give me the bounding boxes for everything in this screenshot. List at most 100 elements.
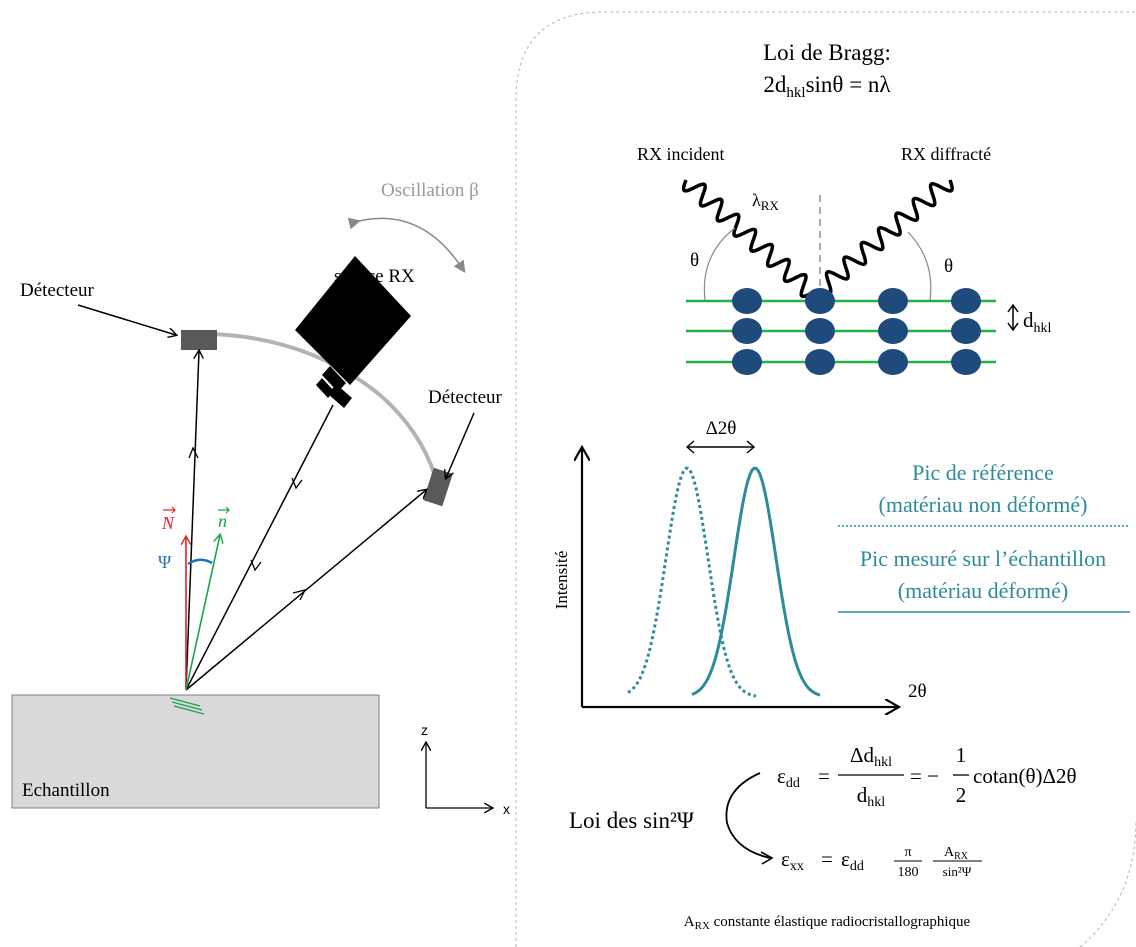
legend-reference-line1: Pic de référence [912, 460, 1054, 485]
sin2psi-label: Loi des sin²Ψ [569, 808, 694, 833]
lattice-atom [805, 288, 835, 314]
lattice-atom [951, 288, 981, 314]
lattice-atom [805, 349, 835, 375]
footnote-text: constante élastique radiocristallographi… [710, 914, 971, 930]
delta-arrow [685, 440, 756, 454]
incident-label: RX incident [637, 144, 725, 164]
lambda-sub: RX [761, 198, 780, 213]
eq1-half-num: 1 [956, 743, 967, 767]
eq2-a-den: sin²Ψ [943, 864, 972, 879]
incident-beam-arrow [291, 477, 303, 490]
lattice-atom [805, 318, 835, 344]
delta-label: Δ2θ [706, 418, 737, 439]
bragg-formula: 2dhklsinθ = nλ [763, 72, 891, 101]
diffracted-beam-left [185, 351, 199, 691]
axis-x-label: x [503, 801, 510, 817]
impact-hatch [169, 697, 205, 715]
diffracted-wave [819, 179, 954, 296]
local-normal-label: n [218, 511, 227, 531]
eq2-lhs-sub: xx [790, 859, 804, 874]
detector-left [181, 330, 217, 350]
sample-label: Echantillon [22, 780, 110, 801]
dhkl-arrow [1007, 303, 1019, 332]
bragg-formula-pre: 2d [763, 72, 787, 97]
eq2-eps: εdd [841, 847, 864, 874]
eq1-half-den: 2 [956, 783, 967, 807]
normal-label: N [161, 513, 175, 533]
oscillation-label: Oscillation β [381, 180, 479, 201]
theta-left-label: θ [690, 250, 699, 271]
measured-peak [691, 466, 821, 697]
lattice-atom [732, 349, 762, 375]
eq1-mid: = − [910, 764, 939, 788]
eq1-lhs-main: ε [777, 764, 786, 788]
eq1-num-main: Δd [850, 743, 875, 767]
psi-arc [187, 558, 213, 566]
theta-arc-left [703, 227, 736, 301]
reference-peak [627, 466, 757, 698]
lambda-label: λRX [752, 190, 779, 213]
footnote: ARX constante élastique radiocristallogr… [684, 914, 971, 932]
sin2psi-curved-arrow-head [760, 851, 774, 865]
eq2-eps-sub: dd [850, 859, 864, 874]
normal-vector-accent-head [171, 506, 176, 514]
two-theta-label: 2θ [908, 681, 927, 702]
detector-right-label: Détecteur [428, 387, 503, 408]
diffracted-beam-right-arrow [292, 589, 307, 601]
detector-left-label: Détecteur [20, 280, 95, 301]
sin2psi-curved-arrow [725, 772, 771, 859]
incident-beam-arrow-2 [250, 559, 262, 572]
detector-right-pointer [446, 412, 475, 478]
footnote-main: A [684, 914, 695, 930]
right-panel-border [515, 11, 1136, 947]
goniometer-arc [211, 332, 437, 477]
local-normal-accent-head [225, 506, 230, 514]
bragg-formula-sub: hkl [786, 85, 805, 101]
eq1-lhs: εdd [777, 764, 800, 791]
psi-label: Ψ [158, 552, 172, 572]
lambda-main: λ [752, 190, 761, 210]
equation-epsilon-dd: εdd = Δdhkl dhkl = − 1 2 cotan(θ)Δ2θ [777, 743, 1077, 810]
legend-measured-line2: (matériau déformé) [898, 578, 1068, 603]
lattice-atom [878, 318, 908, 344]
legend-measured-line1: Pic mesuré sur l’échantillon [860, 546, 1106, 571]
xray-source [295, 256, 411, 408]
lattice-atom [951, 349, 981, 375]
bragg-title: Loi de Bragg: [763, 40, 891, 65]
theta-right-label: θ [944, 256, 953, 277]
eq2-lhs: εxx [781, 847, 804, 874]
sample-block [11, 694, 380, 809]
oscillation-arrow [347, 217, 466, 273]
eq1-equals: = [818, 764, 830, 788]
legend-reference-line2: (matériau non déformé) [879, 492, 1088, 517]
eq2-pi-num: π [904, 845, 911, 860]
eq2-pi-den: 180 [898, 865, 919, 880]
diffracted-beam-left-arrow [188, 446, 199, 459]
theta-arc-right [907, 231, 932, 301]
crystal-lattice [686, 288, 996, 375]
dhkl-sub: hkl [1034, 321, 1052, 336]
eq1-lhs-sub: dd [786, 776, 800, 791]
eq2-equals: = [821, 847, 833, 871]
lattice-atom [878, 349, 908, 375]
incident-wave [681, 179, 813, 299]
lattice-atom [878, 288, 908, 314]
diffracted-beam-right [185, 490, 426, 691]
detector-left-pointer [77, 304, 176, 335]
eq2-a-num-main: A [944, 845, 955, 860]
eq2-a-num: ARX [944, 845, 969, 862]
lattice-atom [732, 288, 762, 314]
axis-z-label: z [421, 722, 428, 738]
bragg-formula-post: sinθ = nλ [806, 72, 892, 97]
eq1-den-sub: hkl [867, 795, 885, 810]
eq1-rhs: cotan(θ)Δ2θ [973, 764, 1077, 788]
right-panel-border-corner [1079, 819, 1136, 947]
dhkl-label: dhkl [1023, 308, 1052, 336]
local-normal-vector [185, 535, 220, 691]
eq1-den-main: d [857, 783, 868, 807]
eq1-num: Δdhkl [850, 743, 892, 770]
source-label: source RX [334, 266, 415, 287]
eq2-a-num-sub: RX [954, 851, 969, 862]
lattice-atom [732, 318, 762, 344]
equation-epsilon-xx: εxx = εdd π 180 ARX sin²Ψ [781, 845, 982, 880]
